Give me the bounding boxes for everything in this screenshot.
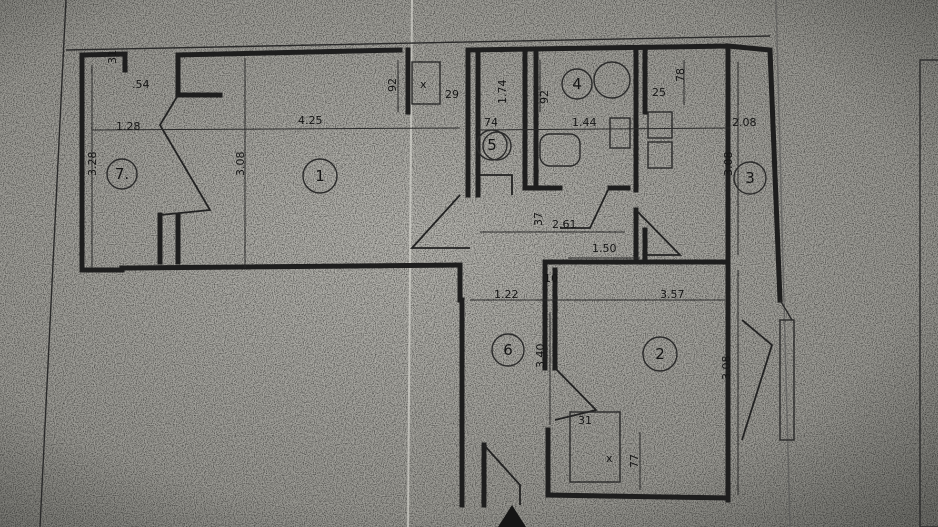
room-4-label: 4 bbox=[572, 75, 582, 93]
room-2-circle bbox=[642, 336, 678, 372]
room-6-circle bbox=[491, 333, 525, 367]
stove-2 bbox=[569, 411, 621, 483]
dim-3-08-a: 3.08 bbox=[234, 152, 247, 177]
dimension-labels: 4.25 1.28 .54 31 3.08 3.28 92 29 1.74 74… bbox=[86, 50, 757, 468]
dim-31-a: 31 bbox=[106, 50, 119, 64]
door-swing-room3 bbox=[635, 209, 683, 256]
doors bbox=[158, 94, 774, 505]
room-5-label: 5 bbox=[487, 136, 497, 154]
room-1-circle bbox=[302, 158, 338, 194]
cabinet-a bbox=[647, 111, 673, 139]
frame-line-top bbox=[65, 35, 771, 51]
door-swing-bath bbox=[560, 189, 609, 229]
dim-3-57: 3.57 bbox=[660, 288, 685, 301]
washing-machine bbox=[609, 117, 631, 149]
room-7-label: 7. bbox=[115, 165, 129, 183]
door-swing-room6 bbox=[554, 367, 598, 421]
room-4-circle bbox=[561, 68, 593, 100]
dim-2-08: 2.08 bbox=[732, 116, 757, 129]
room-6-label: 6 bbox=[503, 341, 513, 359]
dim-1-74: 1.74 bbox=[496, 80, 509, 105]
dim-1-44: 1.44 bbox=[572, 116, 597, 129]
frame-line-left bbox=[39, 0, 67, 527]
room-3-label: 3 bbox=[745, 169, 755, 187]
stove-1-mark: x bbox=[420, 78, 427, 91]
dim-1-28: 1.28 bbox=[116, 120, 141, 133]
room-2-label: 2 bbox=[655, 345, 665, 363]
dim-2-61: 2.61 bbox=[552, 218, 577, 231]
room-markers: 1 2 3 4 5 6 7. bbox=[106, 68, 767, 372]
door-wc bbox=[480, 174, 513, 195]
stove-2-mark: x bbox=[606, 452, 613, 465]
dim-3-28: 3.28 bbox=[86, 152, 99, 177]
dim-25: 25 bbox=[652, 86, 666, 99]
dim-54: .54 bbox=[132, 78, 150, 91]
door-swing-hall bbox=[409, 194, 470, 249]
toilet-circle bbox=[482, 131, 512, 161]
dim-1-50: 1.50 bbox=[592, 242, 617, 255]
cabinet-b bbox=[647, 141, 673, 169]
entry-arrow-icon bbox=[498, 505, 526, 527]
room-3-circle bbox=[733, 161, 767, 195]
dim-4-25: 4.25 bbox=[298, 114, 323, 127]
boiler-circle bbox=[593, 61, 631, 99]
dim-29: 29 bbox=[445, 88, 459, 101]
dim-3-40: 3.40 bbox=[534, 344, 547, 369]
dim-3-08-c: 3.08 bbox=[720, 356, 733, 381]
dim-1-22: 1.22 bbox=[494, 288, 519, 301]
dim-74: 74 bbox=[484, 116, 498, 129]
dim-10: 10 bbox=[544, 272, 558, 285]
dim-31-b: 31 bbox=[578, 414, 592, 427]
walls bbox=[79, 43, 795, 508]
dim-3-08-b: 3.08 bbox=[722, 152, 735, 177]
door-swing-entry bbox=[483, 444, 521, 505]
right-margin-box bbox=[919, 59, 938, 527]
dim-77: 77 bbox=[628, 454, 641, 468]
room-1-label: 1 bbox=[315, 167, 325, 185]
dim-78: 78 bbox=[674, 68, 687, 82]
door-swing-room7 bbox=[158, 94, 212, 216]
room-5-circle bbox=[476, 129, 508, 161]
dim-92-b: 92 bbox=[538, 90, 551, 104]
fixtures: x x bbox=[411, 61, 673, 483]
paper-fold-2 bbox=[775, 0, 791, 527]
dim-37: 37 bbox=[532, 212, 545, 226]
door-swing-room2 bbox=[741, 319, 774, 441]
dimension-lines bbox=[91, 58, 739, 495]
stove-1 bbox=[411, 61, 441, 105]
room-7-circle bbox=[106, 158, 138, 190]
basin bbox=[539, 133, 581, 167]
dim-92-a: 92 bbox=[386, 78, 399, 92]
